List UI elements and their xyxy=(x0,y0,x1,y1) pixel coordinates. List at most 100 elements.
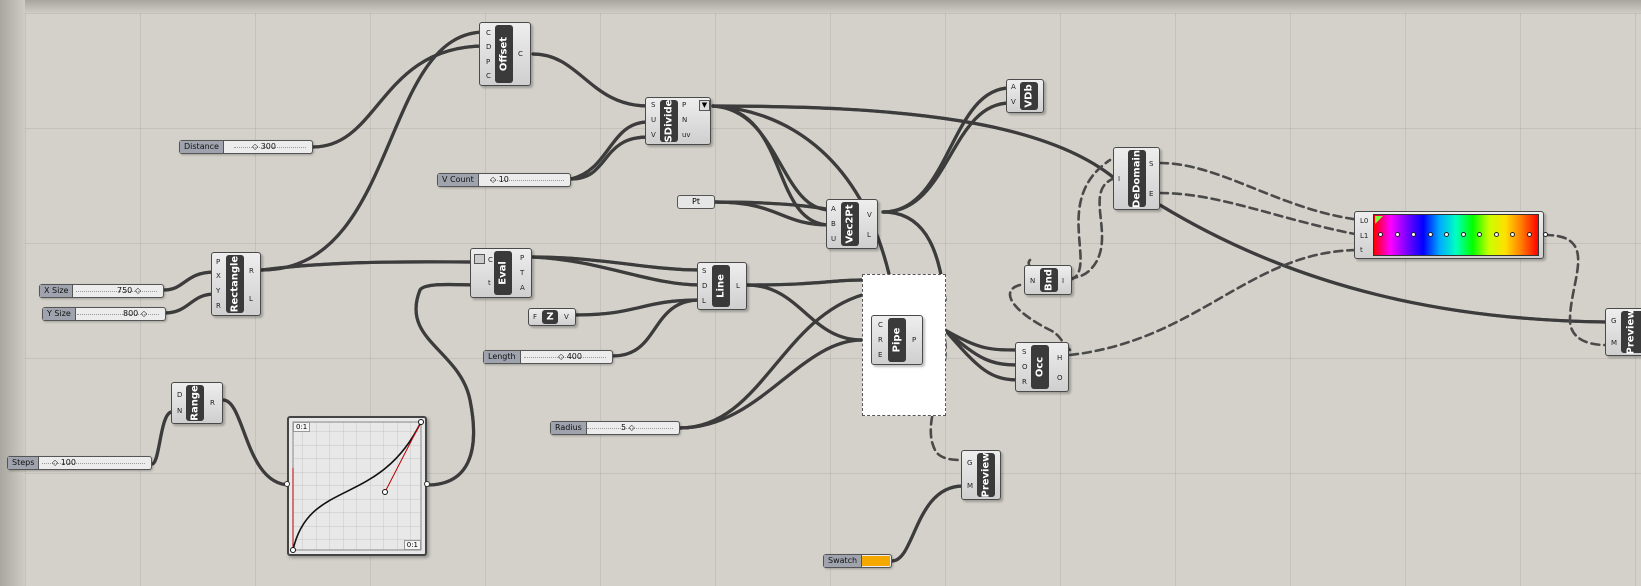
range-component[interactable]: Range D N R xyxy=(171,382,223,424)
input-l0[interactable]: L0 xyxy=(1360,217,1369,225)
output-uv[interactable]: uv xyxy=(682,131,691,139)
vdb-component[interactable]: VDb A V xyxy=(1006,79,1044,113)
slider-value[interactable]: ◇ 400 xyxy=(558,352,582,361)
slider-value[interactable]: ◇ 100 xyxy=(52,458,76,467)
input-t[interactable]: t xyxy=(488,279,491,287)
gradient-handle[interactable] xyxy=(1411,232,1416,237)
gradient-handle[interactable] xyxy=(1378,232,1383,237)
output-l[interactable]: L xyxy=(249,295,253,303)
slider-value[interactable]: 5 ◇ xyxy=(621,423,635,432)
input-n[interactable]: N xyxy=(1030,277,1036,285)
output-r[interactable]: R xyxy=(210,399,215,407)
collapse-arrow-icon[interactable]: ▼ xyxy=(699,100,710,111)
dedomain-component[interactable]: DeDomain I S E xyxy=(1113,147,1160,210)
output-l[interactable]: L xyxy=(867,231,871,239)
graph-mapper-output-port[interactable] xyxy=(424,481,430,487)
preview-component[interactable]: Preview G M xyxy=(961,450,1001,500)
gradient-handle[interactable] xyxy=(1477,232,1482,237)
input-m[interactable]: M xyxy=(967,482,974,490)
input-d[interactable]: D xyxy=(702,282,708,290)
output-p[interactable]: P xyxy=(520,254,525,262)
input-e[interactable]: E xyxy=(878,351,883,359)
gradient-handle[interactable] xyxy=(1427,232,1433,237)
input-o[interactable]: O xyxy=(1022,363,1028,371)
output-e[interactable]: E xyxy=(1149,190,1154,198)
input-c2[interactable]: C xyxy=(486,72,491,80)
input-u[interactable]: U xyxy=(831,235,837,243)
eval-component[interactable]: Eval C t P T A xyxy=(470,248,532,298)
gradient-grip-icon[interactable] xyxy=(1375,216,1383,224)
steps-slider[interactable]: Steps ◇ 100 xyxy=(7,456,152,470)
input-p[interactable]: P xyxy=(216,258,221,266)
slider-track[interactable] xyxy=(587,428,673,430)
swatch-component[interactable]: Swatch xyxy=(823,554,892,568)
input-a[interactable]: A xyxy=(1011,83,1016,91)
input-b[interactable]: B xyxy=(831,220,836,228)
graph-mapper-component[interactable]: 0:1 0:1 xyxy=(287,416,427,556)
bnd-component[interactable]: Bnd N I xyxy=(1024,265,1072,295)
offset-component[interactable]: Offset C D P C C xyxy=(479,22,531,86)
gradient-handle[interactable] xyxy=(1444,232,1449,237)
input-u[interactable]: U xyxy=(651,116,657,124)
input-g[interactable]: G xyxy=(967,459,973,467)
output-v[interactable]: V xyxy=(867,211,872,219)
input-s[interactable]: S xyxy=(651,101,656,109)
input-s[interactable]: S xyxy=(1022,348,1027,356)
swatch-color[interactable] xyxy=(862,556,890,566)
input-f[interactable]: F xyxy=(533,313,538,321)
xsize-slider[interactable]: X Size 750 ◇ xyxy=(39,284,164,298)
output-p[interactable]: P xyxy=(682,101,687,109)
gradient-handle[interactable] xyxy=(1543,232,1548,237)
gradient-handle[interactable] xyxy=(1493,232,1499,237)
output-t[interactable]: T xyxy=(520,269,525,277)
sdivide-component[interactable]: SDivide S U V P N uv ▼ xyxy=(645,97,711,145)
gradient-bar[interactable] xyxy=(1373,214,1548,256)
point-param[interactable]: Pt xyxy=(677,195,715,209)
input-p[interactable]: P xyxy=(486,58,491,66)
output-c[interactable]: C xyxy=(518,50,523,58)
slider-track[interactable] xyxy=(77,314,159,316)
input-y[interactable]: Y xyxy=(216,287,221,295)
input-c[interactable]: C xyxy=(488,256,493,264)
pipe-component[interactable]: Pipe C R E P xyxy=(871,315,923,365)
graph-mapper-input-port[interactable] xyxy=(284,481,290,487)
slider-track[interactable] xyxy=(490,180,564,182)
input-x[interactable]: X xyxy=(216,272,221,280)
input-r[interactable]: R xyxy=(878,336,883,344)
output-v[interactable]: V xyxy=(564,313,569,321)
slider-value[interactable]: ◇ 10 xyxy=(490,175,509,184)
radius-slider[interactable]: Radius 5 ◇ xyxy=(550,421,680,435)
input-i[interactable]: I xyxy=(1118,175,1121,183)
input-v[interactable]: V xyxy=(651,131,656,139)
output-l[interactable]: L xyxy=(736,282,740,290)
output-h[interactable]: H xyxy=(1057,354,1063,362)
input-c[interactable]: C xyxy=(486,29,491,37)
vec2pt-component[interactable]: Vec2Pt A B U V L xyxy=(826,199,878,249)
input-v[interactable]: V xyxy=(1011,98,1016,106)
output-n[interactable]: N xyxy=(682,116,688,124)
occ-component[interactable]: Occ S O R H O xyxy=(1015,342,1069,392)
slider-value[interactable]: ◇ 300 xyxy=(252,142,276,151)
graph-mapper-plot[interactable] xyxy=(289,418,425,554)
slider-track[interactable] xyxy=(234,147,306,149)
input-c[interactable]: C xyxy=(878,321,883,329)
length-slider[interactable]: Length ◇ 400 xyxy=(483,350,613,364)
ysize-slider[interactable]: Y Size 800 ◇ xyxy=(42,307,166,321)
input-d[interactable]: D xyxy=(486,43,492,51)
slider-track[interactable] xyxy=(524,357,606,359)
gradient-handle[interactable] xyxy=(1460,232,1466,237)
input-r[interactable]: R xyxy=(1022,378,1027,386)
gradient-handle[interactable] xyxy=(1510,232,1515,237)
slider-value[interactable]: 750 ◇ xyxy=(117,286,141,295)
preview-component-right[interactable]: Preview G M xyxy=(1605,308,1641,356)
output-i[interactable]: I xyxy=(1062,277,1065,285)
unit-z-component[interactable]: F Z V xyxy=(528,308,576,326)
gradient-handle[interactable] xyxy=(1526,232,1532,237)
input-t[interactable]: t xyxy=(1360,246,1363,254)
slider-track[interactable] xyxy=(76,291,157,293)
output-r[interactable]: R xyxy=(249,267,254,275)
input-r[interactable]: R xyxy=(216,302,221,310)
input-d[interactable]: D xyxy=(177,391,183,399)
input-m[interactable]: M xyxy=(1611,339,1618,347)
gradient-component[interactable]: L0 L1 t xyxy=(1354,211,1548,259)
